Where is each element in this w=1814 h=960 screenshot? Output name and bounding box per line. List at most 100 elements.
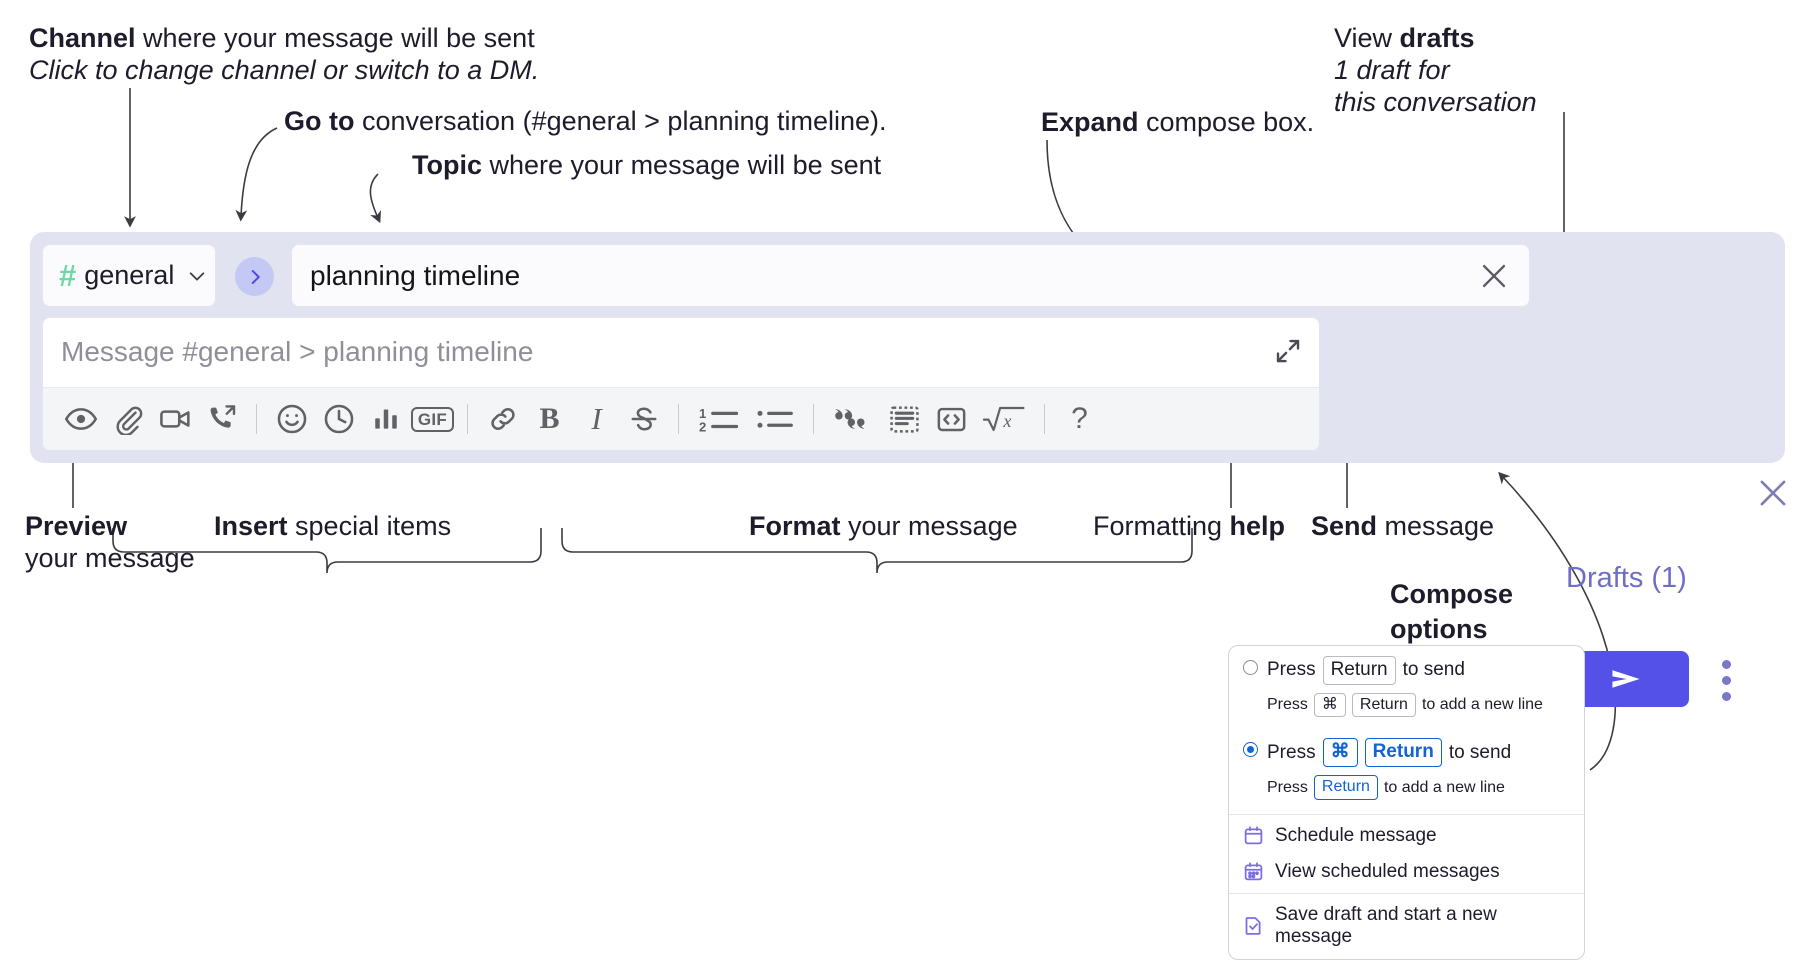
blockquote-icon[interactable] [825, 396, 881, 443]
option1-sub-post: to add a new line [1421, 696, 1543, 714]
bar-chart-icon[interactable] [362, 396, 409, 443]
toolbar-divider [256, 404, 257, 434]
bold-icon[interactable]: B [526, 396, 573, 443]
dot [1721, 675, 1731, 685]
emoji-icon[interactable] [268, 396, 315, 443]
annotation-compose-options-l2: options [1390, 613, 1488, 644]
svg-text:2: 2 [699, 420, 706, 435]
math-icon[interactable]: x [975, 396, 1033, 443]
annotation-preview: Preview your message [25, 511, 195, 575]
menu-divider [1229, 813, 1584, 815]
option1-pre: Press [1267, 659, 1316, 681]
toolbar-divider [1044, 404, 1045, 434]
menu-item-view-scheduled-messages[interactable]: View scheduled messages [1229, 854, 1584, 890]
annotation-goto: Go to conversation (#general > planning … [284, 106, 887, 138]
radio-unselected-icon[interactable] [1243, 660, 1258, 675]
bold-label: B [539, 402, 560, 435]
menu-item-label: Save draft and start a new message [1275, 903, 1497, 947]
send-icon [1612, 670, 1640, 688]
hash-icon: # [59, 258, 77, 293]
italic-label: I [591, 401, 602, 436]
compose-options-button[interactable] [1713, 652, 1739, 708]
help-icon[interactable]: ? [1056, 396, 1103, 443]
option2-sub-post: to add a new line [1383, 778, 1505, 796]
close-panel-icon[interactable] [1754, 474, 1792, 512]
annotation-preview-sub: your message [25, 542, 195, 573]
annotation-send-rest: message [1377, 511, 1495, 541]
compose-inner: # general planning timeline Message #gen… [42, 244, 1530, 451]
document-check-icon [1243, 915, 1264, 936]
annotation-drafts: View drafts 1 draft for this conversatio… [1334, 23, 1537, 119]
message-card: Message #general > planning timeline [42, 317, 1320, 451]
option2-pre: Press [1267, 741, 1316, 763]
option1-sub-pre: Press [1267, 696, 1308, 714]
eye-icon[interactable] [57, 396, 104, 443]
option2-key2: Return [1364, 738, 1442, 768]
code-icon[interactable] [928, 396, 975, 443]
close-icon[interactable] [1477, 259, 1511, 293]
bulleted-list-icon[interactable] [748, 396, 802, 443]
topic-input[interactable]: planning timeline [291, 244, 1530, 307]
annotation-goto-bold: Go to [284, 106, 355, 136]
annotation-format-bold: Format [749, 511, 841, 541]
menu-item-schedule-message[interactable]: Schedule message [1229, 818, 1584, 854]
toolbar-divider [678, 404, 679, 434]
annotation-topic-rest: where your message will be sent [482, 150, 882, 180]
annotation-formatting-help-bold: help [1229, 511, 1286, 541]
annotation-topic-bold: Topic [412, 150, 482, 180]
video-camera-icon[interactable] [151, 396, 198, 443]
annotation-insert: Insert special items [214, 511, 451, 543]
annotation-formatting-help: Formatting help [1093, 511, 1285, 543]
goto-conversation-button[interactable] [235, 257, 274, 296]
paperclip-icon[interactable] [104, 396, 151, 443]
channel-selector[interactable]: # general [42, 244, 216, 307]
strikethrough-icon[interactable] [620, 396, 667, 443]
send-option-cmd-return[interactable]: Press ⌘ Return to send [1229, 728, 1584, 771]
drafts-link[interactable]: Drafts (1) [1566, 562, 1687, 594]
option2-key1: ⌘ [1322, 738, 1358, 768]
menu-divider [1229, 892, 1584, 894]
calendar-icon [1243, 825, 1264, 846]
gif-icon[interactable]: GIF [409, 396, 456, 443]
annotation-drafts-bold: drafts [1399, 23, 1475, 53]
send-option-return[interactable]: Press Return to send [1229, 646, 1584, 689]
annotation-channel-bold: Channel [29, 23, 136, 53]
option1-sub-key2: Return [1351, 692, 1416, 718]
menu-item-save-draft[interactable]: Save draft and start a new message [1229, 897, 1584, 959]
help-label: ? [1071, 402, 1088, 435]
annotation-goto-rest: conversation (#general > planning timeli… [354, 106, 887, 136]
option1-sub-key1: ⌘ [1313, 692, 1346, 718]
annotation-channel-sub: Click to change channel or switch to a D… [29, 54, 540, 85]
menu-item-label: View scheduled messages [1275, 860, 1500, 882]
code-block-icon[interactable] [881, 396, 928, 443]
annotation-topic: Topic where your message will be sent [412, 150, 881, 182]
chevron-down-icon [186, 265, 208, 287]
annotation-format-rest: your message [840, 511, 1018, 541]
clock-icon[interactable] [315, 396, 362, 443]
compose-header-row: # general planning timeline [42, 244, 1530, 307]
annotation-compose-options-l1: Compose [1390, 579, 1514, 609]
annotation-send: Send message [1311, 511, 1494, 543]
toolbar-divider [467, 404, 468, 434]
send-option-return-sub: Press ⌘ Return to add a new line [1229, 689, 1584, 729]
annotation-drafts-pre: View [1334, 23, 1400, 53]
annotation-channel-rest: where your message will be sent [135, 23, 535, 53]
radio-selected-icon[interactable] [1243, 742, 1258, 758]
phone-forward-icon[interactable] [198, 396, 245, 443]
dot [1721, 691, 1731, 701]
calendar-grid-icon [1243, 861, 1264, 882]
annotation-send-bold: Send [1311, 511, 1378, 541]
annotation-insert-bold: Insert [214, 511, 288, 541]
dot [1721, 659, 1731, 669]
compose-options-menu: Press Return to send Press ⌘ Return to a… [1228, 645, 1585, 960]
toolbar-divider [813, 404, 814, 434]
link-icon[interactable] [479, 396, 526, 443]
expand-compose-icon[interactable] [1273, 336, 1303, 366]
annotation-preview-bold: Preview [25, 511, 128, 541]
message-input[interactable]: Message #general > planning timeline [61, 336, 534, 367]
option2-sub-key: Return [1313, 775, 1378, 800]
annotation-expand-rest: compose box. [1138, 107, 1315, 137]
italic-icon[interactable]: I [573, 396, 620, 443]
